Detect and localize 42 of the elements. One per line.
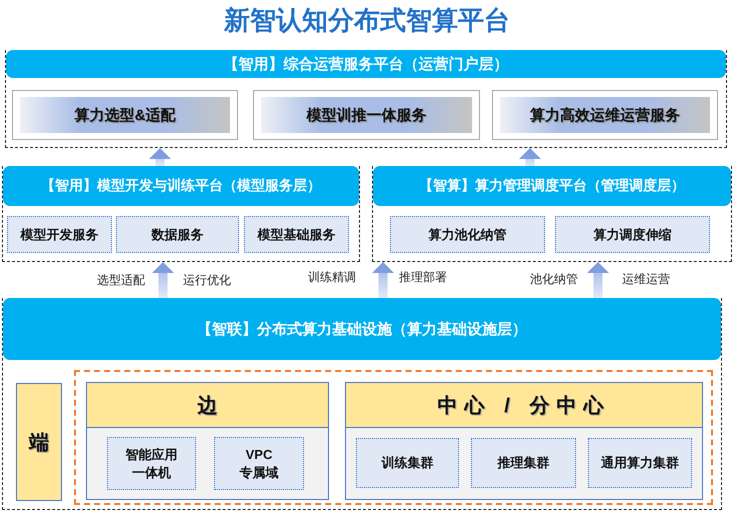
module-box: 数据服务 — [116, 216, 239, 253]
dashed-frame — [74, 370, 713, 505]
layer-panel — [2, 166, 360, 262]
layer-panel — [372, 166, 732, 262]
layer-header-bar: 【智用】综合运营服务平台（运营门户层） — [6, 50, 726, 78]
arrow — [152, 262, 174, 298]
arrow — [372, 262, 394, 298]
arrow-caption: 运行优化 — [183, 272, 231, 288]
service-label: 算力高效运维运营服务 — [500, 97, 710, 133]
layer-header-bar: 【智算】算力管理调度平台（管理调度层） — [373, 166, 731, 206]
zone-header-bar: 中心 / 分中心 — [346, 383, 702, 428]
module-box: 模型开发服务 — [7, 216, 112, 253]
module-box: 训练集群 — [356, 438, 459, 488]
zone-panel — [345, 382, 703, 500]
service-card — [12, 90, 238, 140]
layer-panel — [2, 298, 722, 510]
module-box: VPC 专属域 — [214, 437, 304, 490]
arrow-caption: 推理部署 — [399, 269, 447, 285]
service-label: 算力选型&适配 — [20, 97, 230, 133]
arrow — [149, 148, 171, 166]
arrow-caption: 训练精调 — [308, 269, 356, 285]
arrow — [587, 262, 609, 298]
arrow-caption: 池化纳管 — [530, 271, 578, 287]
service-label: 模型训推一体服务 — [261, 97, 472, 133]
arrow-caption: 选型适配 — [97, 272, 145, 288]
layer-header-bar: 【智联】分布式算力基础设施（算力基础设施层） — [3, 298, 721, 360]
zone-header-bar: 边 — [87, 383, 328, 428]
module-box: 智能应用一体机 — [107, 437, 196, 490]
module-box: 通用算力集群 — [588, 438, 692, 488]
module-box: 推理集群 — [471, 438, 576, 488]
diagram-title: 新智认知分布式智算平台 — [224, 4, 510, 36]
tier-box: 端 — [16, 383, 62, 501]
zone-panel — [86, 382, 329, 500]
arrow — [519, 148, 541, 166]
module-box: 算力池化纳管 — [390, 216, 545, 253]
service-card — [492, 90, 718, 140]
service-card — [253, 90, 480, 140]
module-box: 模型基础服务 — [244, 216, 349, 253]
layer-header-bar: 【智用】模型开发与训练平台（模型服务层） — [3, 166, 359, 206]
module-box: 算力调度伸缩 — [555, 216, 710, 253]
arrow-caption: 运维运营 — [622, 271, 670, 287]
layer-panel — [5, 50, 727, 148]
